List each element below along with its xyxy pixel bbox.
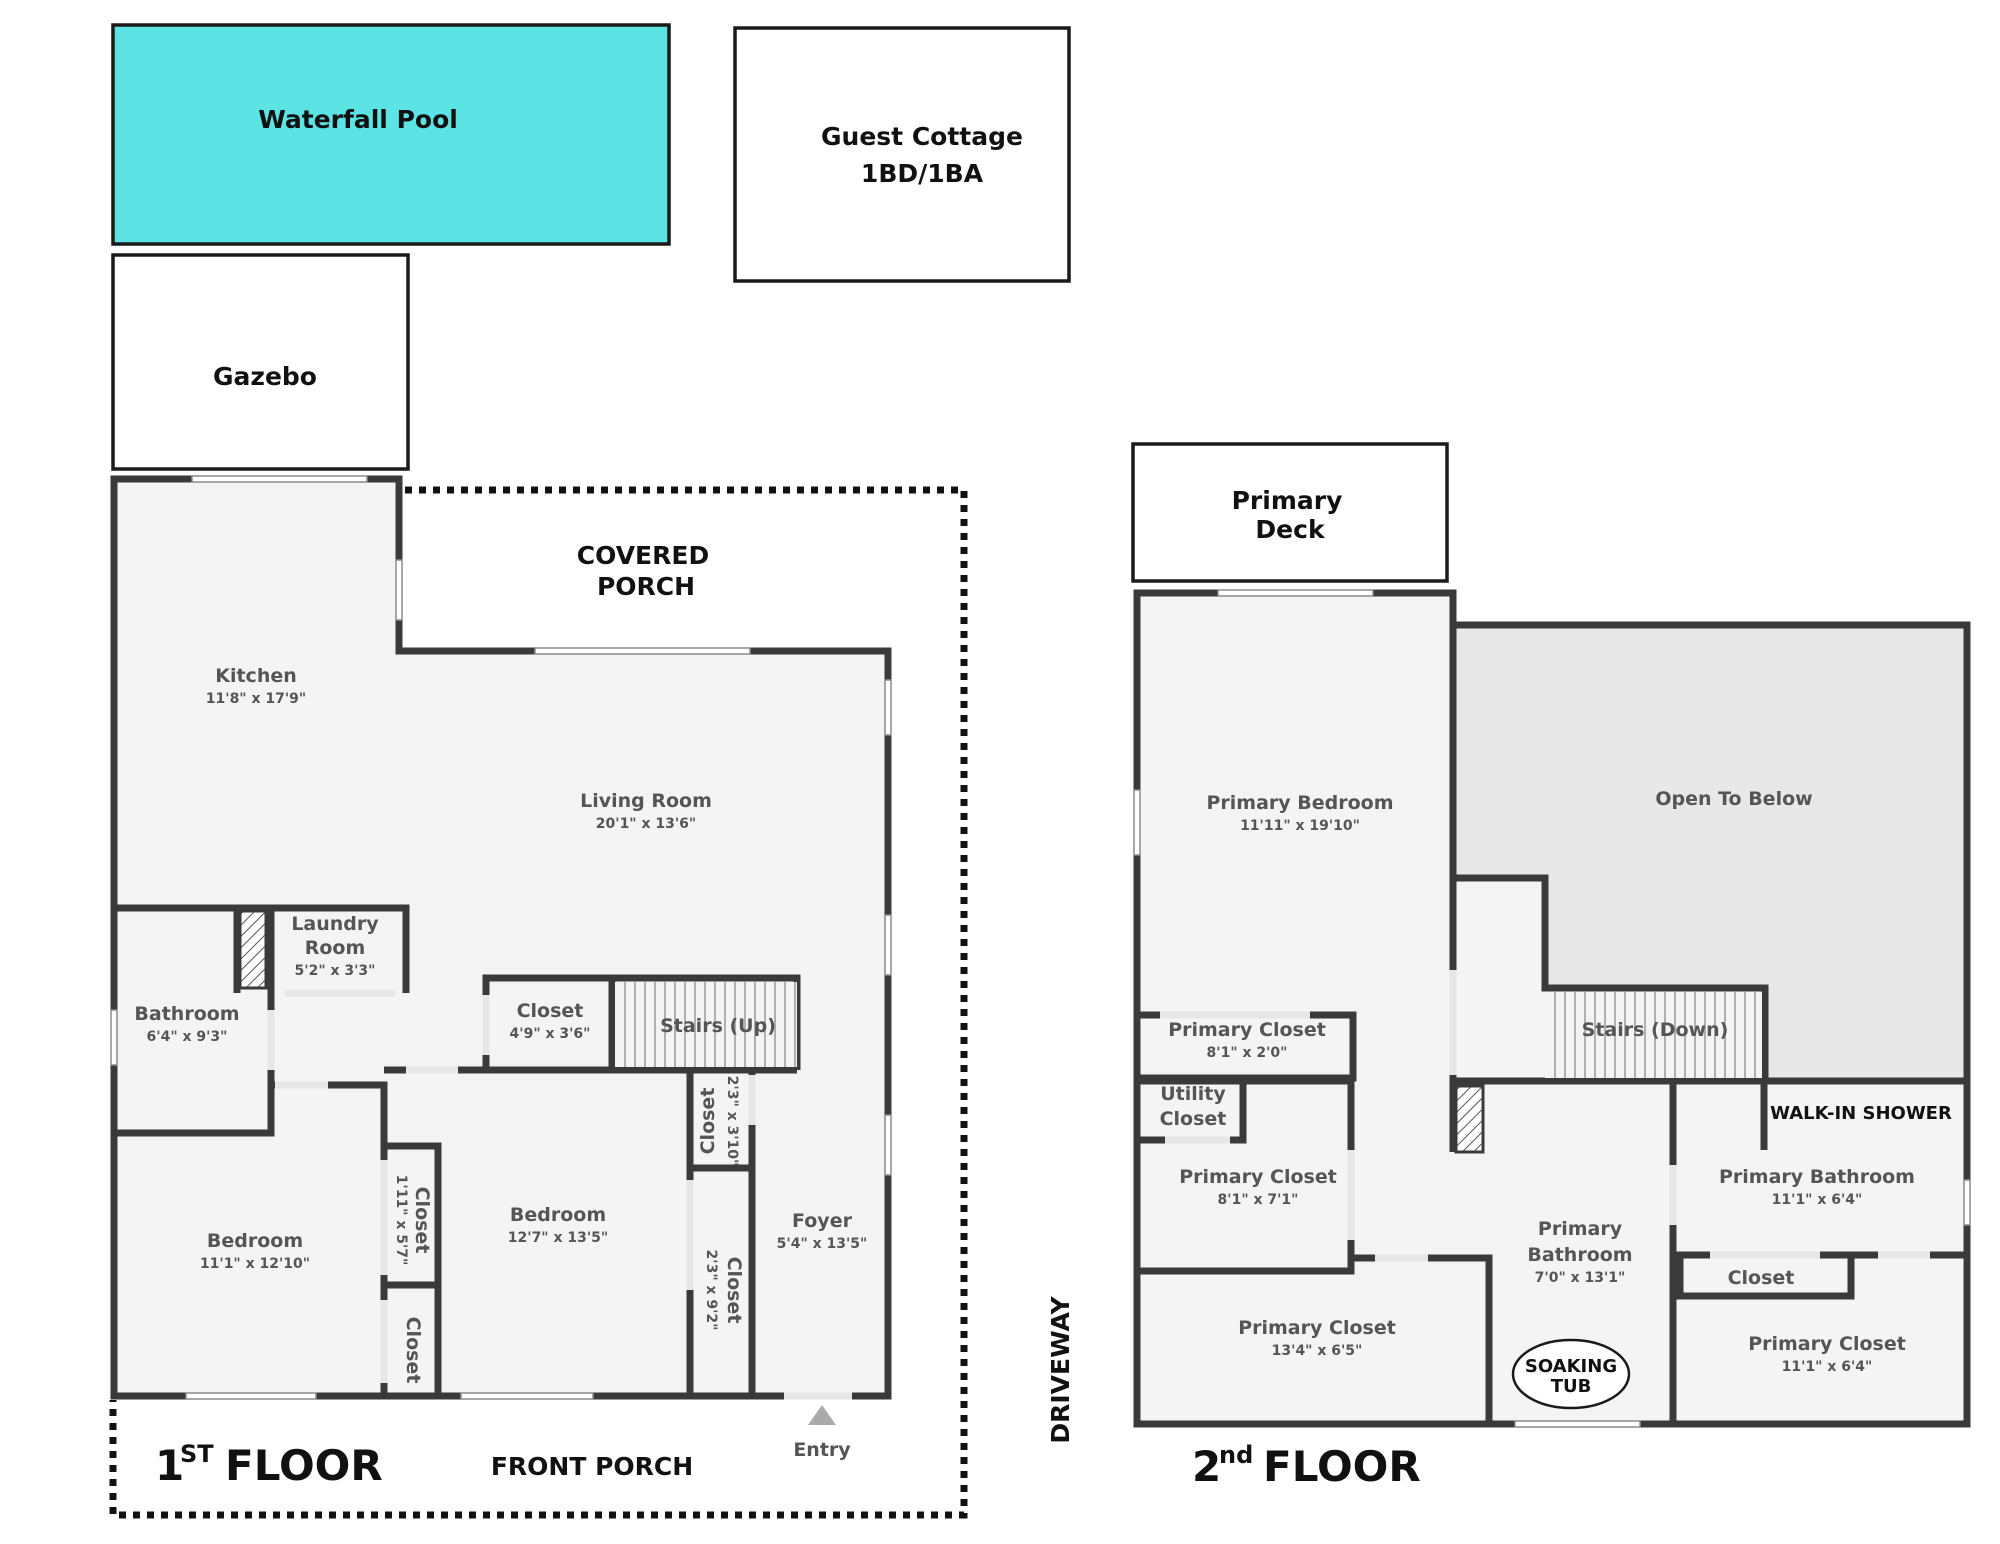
pool-label: Waterfall Pool xyxy=(258,105,458,134)
first-floor-label-word: FLOOR xyxy=(225,1441,383,1490)
living-room-name: Living Room xyxy=(580,790,712,812)
entry-label: Entry xyxy=(793,1439,851,1461)
bedroom-1-name: Bedroom xyxy=(207,1230,303,1252)
primary-bedroom-dim: 11'11" x 19'10" xyxy=(1240,818,1360,834)
entry-arrow-icon xyxy=(808,1405,836,1425)
primary-closet-a-dim: 8'1" x 2'0" xyxy=(1207,1045,1288,1061)
primary-closet-c-dim: 13'4" x 6'5" xyxy=(1272,1343,1363,1359)
front-porch-label: FRONT PORCH xyxy=(491,1452,693,1481)
utility-closet-line1: Utility xyxy=(1160,1083,1226,1105)
driveway-label: DRIVEWAY xyxy=(1046,1295,1075,1443)
stairs-down xyxy=(1545,992,1762,1078)
primary-bathroom-b-name: Primary Bathroom xyxy=(1719,1166,1915,1188)
foyer-dim: 5'4" x 13'5" xyxy=(777,1236,868,1252)
primary-bathroom-main-line1: Primary xyxy=(1538,1218,1623,1240)
bathroom-dim: 6'4" x 9'3" xyxy=(147,1029,228,1045)
second-floor-label-word: FLOOR xyxy=(1263,1442,1421,1491)
primary-closet-c-name: Primary Closet xyxy=(1238,1317,1396,1339)
first-floor-label: 1 ST FLOOR xyxy=(155,1440,383,1490)
primary-closet-d-dim: 11'1" x 6'4" xyxy=(1782,1359,1873,1375)
closet-d-name: Closet xyxy=(402,1317,424,1384)
bedroom-2-dim: 12'7" x 13'5" xyxy=(508,1230,608,1246)
utility-closet-line2: Closet xyxy=(1160,1108,1227,1130)
primary-deck: Primary Deck xyxy=(1131,442,1449,583)
closet-b-name: Closet xyxy=(697,1088,719,1155)
second-floor-label-sup: nd xyxy=(1219,1441,1253,1469)
primary-bedroom-name: Primary Bedroom xyxy=(1206,792,1393,814)
soaking-tub xyxy=(1511,1338,1631,1410)
laundry-name-line1: Laundry xyxy=(291,913,379,935)
closet-c-name: Closet xyxy=(411,1187,433,1254)
kitchen-dim: 11'8" x 17'9" xyxy=(206,691,306,707)
laundry-dim: 5'2" x 3'3" xyxy=(295,963,376,979)
soaking-tub-line1: SOAKING xyxy=(1525,1356,1617,1377)
second-floor-label-num: 2 xyxy=(1192,1442,1221,1491)
walk-in-shower-label: WALK-IN SHOWER xyxy=(1770,1103,1952,1124)
primary-bathroom-main-line2: Bathroom xyxy=(1527,1244,1632,1266)
bedroom-2-name: Bedroom xyxy=(510,1204,606,1226)
stairs-up xyxy=(615,982,797,1067)
first-floor-label-sup: ST xyxy=(180,1440,214,1468)
primary-closet-a-name: Primary Closet xyxy=(1168,1019,1326,1041)
cottage-label-line2: 1BD/1BA xyxy=(861,159,984,188)
closet-c-dim: 1'11" x 5'7" xyxy=(393,1175,409,1266)
deck-label-line1: Primary xyxy=(1232,486,1343,515)
kitchen-name: Kitchen xyxy=(215,665,297,687)
first-floor-label-num: 1 xyxy=(155,1441,184,1490)
porch-outline xyxy=(109,486,968,1519)
primary-closet-b-dim: 8'1" x 7'1" xyxy=(1218,1192,1299,1208)
open-to-below-label: Open To Below xyxy=(1655,788,1812,810)
bedroom-1-dim: 11'1" x 12'10" xyxy=(200,1256,310,1272)
covered-porch-line2: PORCH xyxy=(597,572,695,601)
closet-e-dim: 2'3" x 9'2" xyxy=(703,1250,719,1331)
bathroom-name: Bathroom xyxy=(134,1003,239,1025)
deck-label-line2: Deck xyxy=(1255,515,1326,544)
stairs-up-label: Stairs (Up) xyxy=(660,1015,776,1037)
laundry-name-line2: Room xyxy=(305,937,366,959)
primary-closet-b-name: Primary Closet xyxy=(1179,1166,1337,1188)
waterfall-pool: Waterfall Pool xyxy=(111,23,671,246)
primary-bathroom-main-dim: 7'0" x 13'1" xyxy=(1535,1270,1626,1286)
second-floor-label: 2 nd FLOOR xyxy=(1192,1441,1421,1491)
gazebo: Gazebo xyxy=(111,253,410,471)
gazebo-label: Gazebo xyxy=(213,362,317,391)
second-floor xyxy=(1133,589,1971,1428)
living-room-dim: 20'1" x 13'6" xyxy=(596,816,696,832)
primary-bathroom-b-dim: 11'1" x 6'4" xyxy=(1772,1192,1863,1208)
stairs-down-label: Stairs (Down) xyxy=(1582,1019,1729,1041)
covered-porch-line1: COVERED xyxy=(577,541,709,570)
soaking-tub-line2: TUB xyxy=(1551,1376,1592,1397)
closet-e-name: Closet xyxy=(723,1257,745,1324)
first-floor xyxy=(110,475,892,1425)
cottage-label-line1: Guest Cottage xyxy=(821,122,1023,151)
closet-f-name: Closet xyxy=(1728,1267,1795,1289)
closet-b-dim: 2'3" x 3'10" xyxy=(724,1076,740,1167)
closet-a-name: Closet xyxy=(517,1000,584,1022)
primary-closet-d-name: Primary Closet xyxy=(1748,1333,1906,1355)
guest-cottage: Guest Cottage 1BD/1BA xyxy=(733,26,1071,283)
closet-a-dim: 4'9" x 3'6" xyxy=(510,1026,591,1042)
foyer-name: Foyer xyxy=(792,1210,853,1232)
